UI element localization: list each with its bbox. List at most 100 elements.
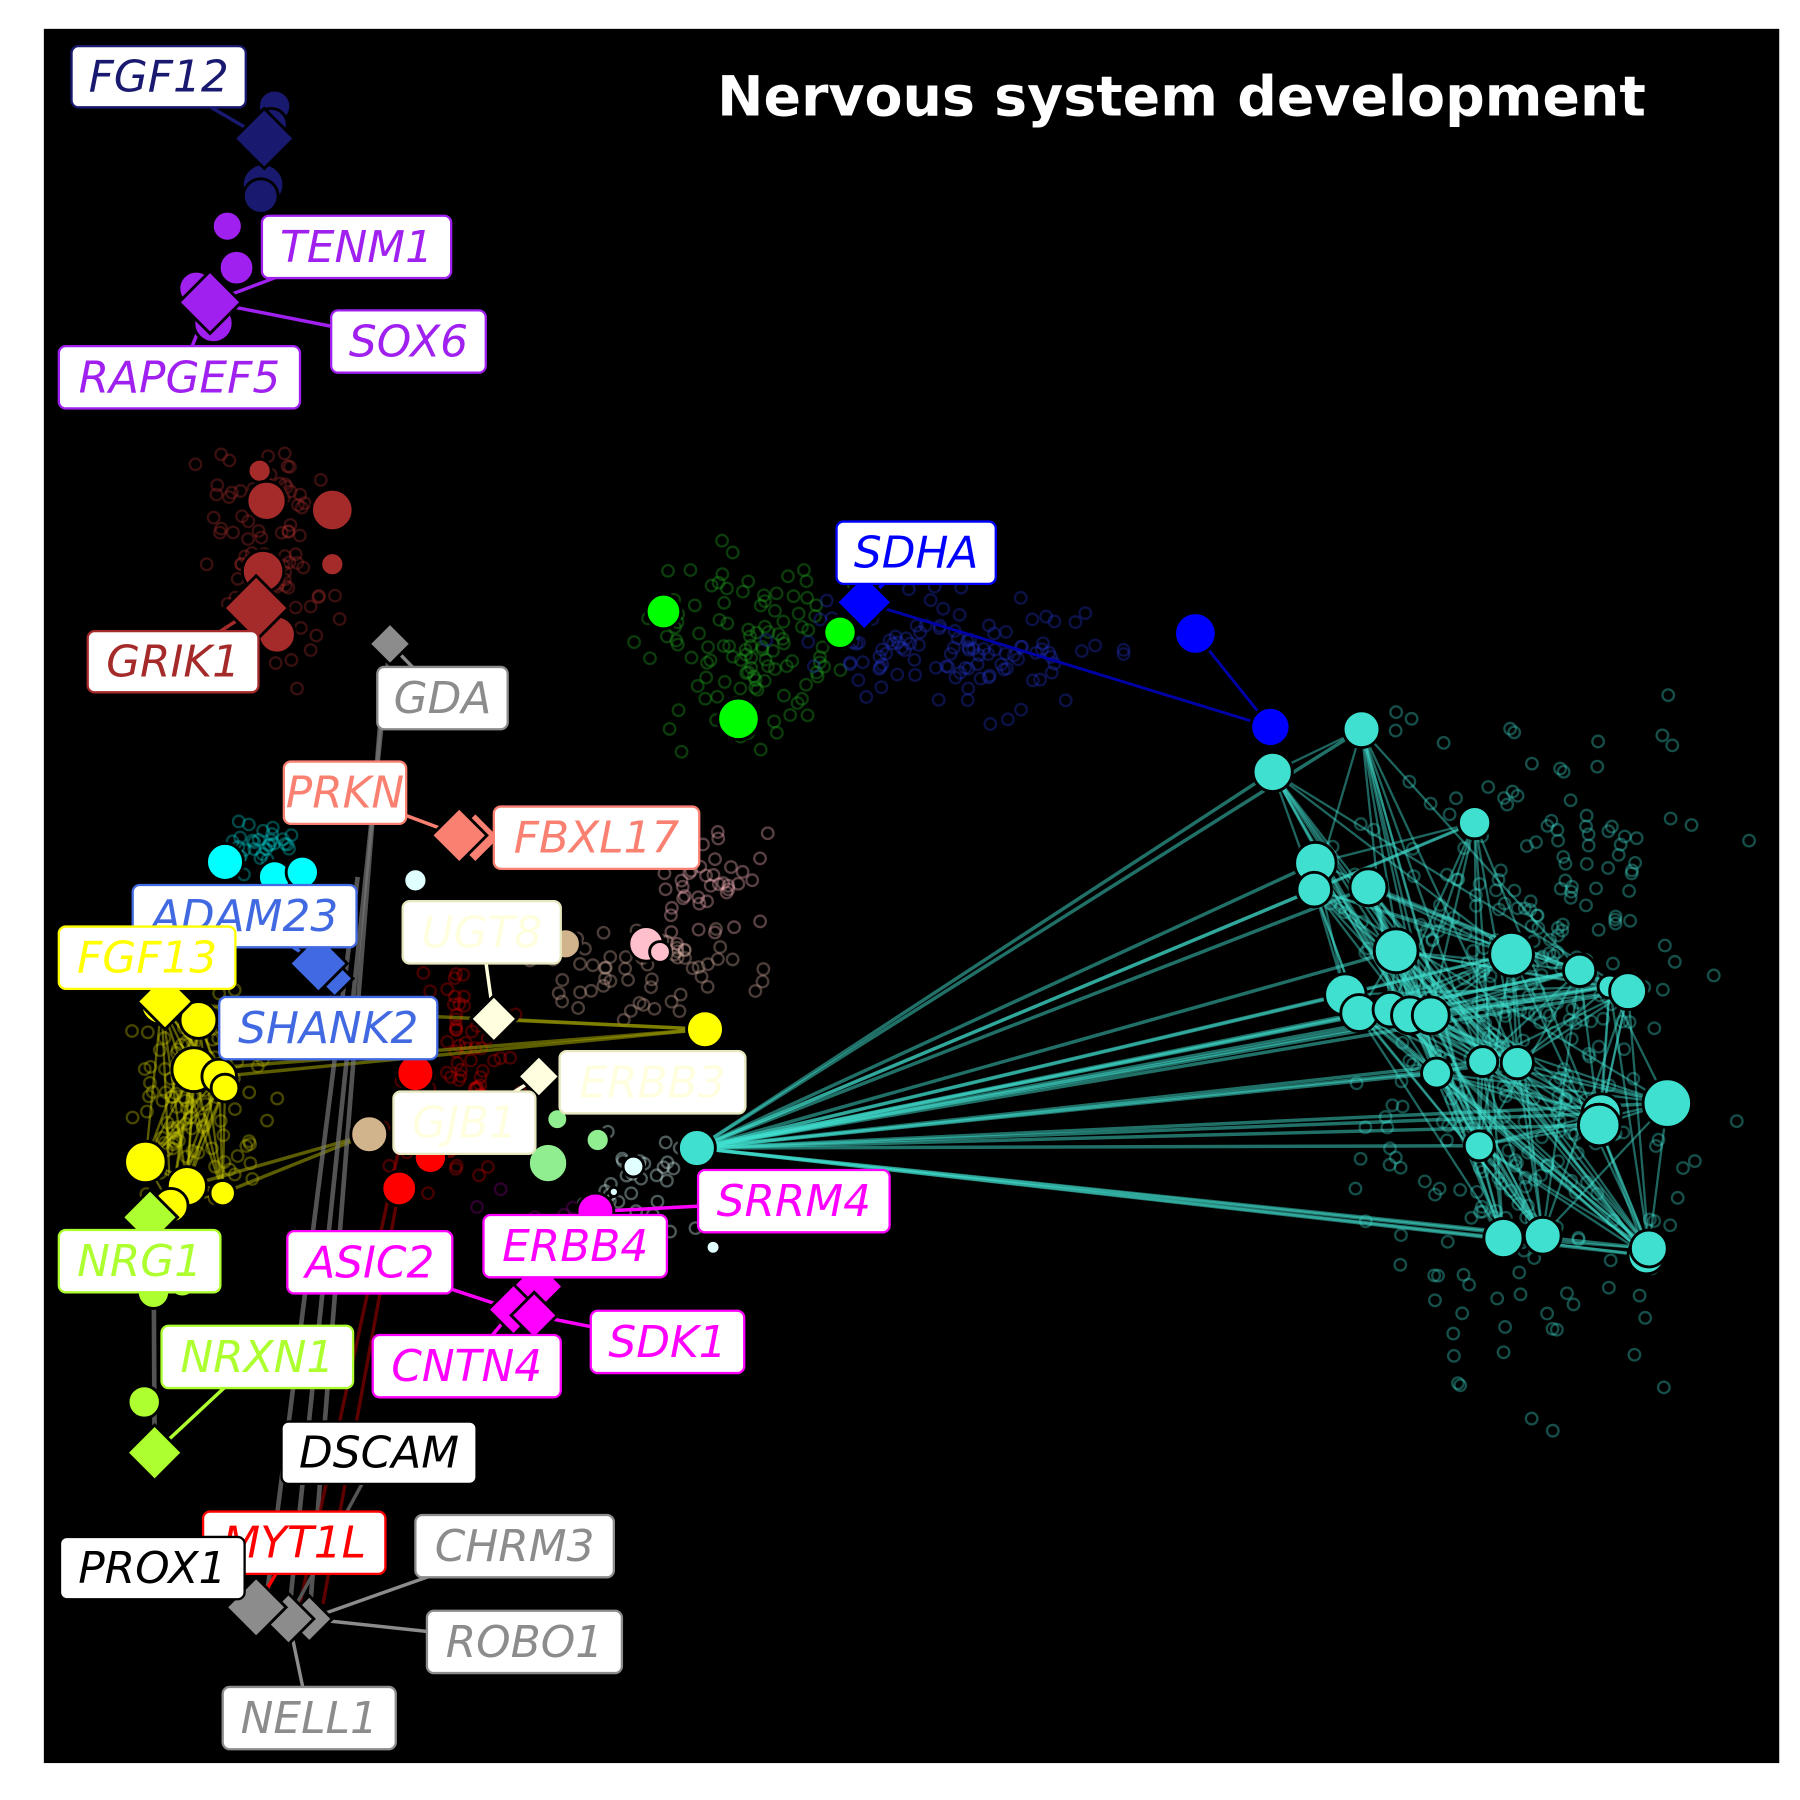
background-point <box>1000 712 1015 727</box>
background-point <box>783 708 798 722</box>
background-point <box>1487 1027 1502 1042</box>
background-point <box>800 590 815 605</box>
background-point <box>674 744 689 759</box>
gene-node <box>704 1238 722 1256</box>
gene-label-text: FGF13 <box>77 933 217 984</box>
background-point <box>1383 1141 1397 1156</box>
background-point <box>573 985 588 1000</box>
background-point <box>1602 1078 1617 1093</box>
background-point <box>179 1101 194 1115</box>
gene-label-text: RAPGEF5 <box>79 352 281 403</box>
edge <box>1541 970 1581 1236</box>
background-point <box>658 1135 673 1150</box>
background-point <box>1604 819 1619 834</box>
background-point <box>1590 1186 1605 1201</box>
background-point <box>950 631 965 646</box>
gene-node <box>402 867 429 894</box>
background-point <box>771 627 786 642</box>
background-point <box>241 817 256 832</box>
background-point <box>288 547 303 562</box>
background-point <box>242 1085 257 1100</box>
background-point <box>1564 1173 1579 1188</box>
edge <box>1408 1014 1505 1239</box>
gene-diamond-node <box>516 1053 562 1100</box>
background-point <box>1348 1181 1363 1196</box>
gene-node <box>1173 611 1218 656</box>
label-box <box>57 925 237 990</box>
background-point <box>1534 1168 1548 1183</box>
background-point <box>1337 905 1352 920</box>
background-point <box>1566 1297 1581 1312</box>
gene-label-prkn: PRKN <box>282 760 408 825</box>
background-point <box>711 831 726 846</box>
background-point <box>1406 869 1421 884</box>
background-point <box>799 677 814 692</box>
background-point <box>677 942 692 957</box>
background-point <box>855 655 870 670</box>
background-point <box>1518 1179 1533 1194</box>
background-point <box>1545 1423 1560 1438</box>
background-point <box>1651 1132 1666 1147</box>
gene-node <box>644 592 683 631</box>
background-point <box>155 1093 170 1108</box>
background-point <box>573 957 587 971</box>
background-point <box>1555 917 1570 932</box>
gene-node <box>584 1127 611 1153</box>
background-point <box>155 1130 169 1145</box>
edge <box>863 600 1271 729</box>
background-point <box>294 500 309 515</box>
edge <box>219 1027 706 1079</box>
background-point <box>1524 756 1539 771</box>
background-point <box>701 640 715 655</box>
background-point <box>1553 761 1568 776</box>
background-point <box>859 690 874 704</box>
background-point <box>1617 1042 1632 1057</box>
background-point <box>795 691 809 706</box>
background-point <box>907 652 922 667</box>
background-point <box>1530 908 1545 923</box>
background-point <box>757 594 772 609</box>
background-point <box>1513 1287 1528 1302</box>
background-point <box>449 1023 464 1038</box>
background-point <box>699 868 713 883</box>
background-point <box>627 635 641 649</box>
background-point <box>1484 1032 1499 1047</box>
background-point <box>1540 1306 1555 1321</box>
background-point <box>210 478 225 493</box>
background-point <box>851 673 866 688</box>
gene-label-text: SOX6 <box>349 317 468 368</box>
background-point <box>720 616 735 631</box>
background-point <box>1551 1154 1565 1169</box>
gene-label-text: SRRM4 <box>717 1176 871 1227</box>
background-point <box>278 836 293 851</box>
background-point <box>982 668 997 683</box>
gene-node <box>178 1000 219 1040</box>
gene-label-fgf13: FGF13 <box>57 925 237 990</box>
background-point <box>748 673 763 687</box>
edge <box>144 1019 200 1163</box>
edge <box>1473 822 1481 1146</box>
background-point <box>643 651 657 666</box>
background-point <box>309 628 324 643</box>
background-point <box>283 518 298 532</box>
background-point <box>678 951 692 965</box>
background-point <box>741 622 756 637</box>
background-point <box>470 1200 484 1214</box>
background-point <box>1684 818 1699 832</box>
gene-node <box>1577 1102 1622 1148</box>
background-point <box>290 556 305 570</box>
background-point <box>721 878 736 893</box>
background-point <box>1500 797 1515 812</box>
edge <box>1436 1071 1602 1115</box>
background-point <box>452 1073 466 1087</box>
background-point <box>290 681 304 696</box>
background-point <box>624 1186 639 1201</box>
label-box <box>482 1213 669 1279</box>
edge <box>1435 1072 1648 1257</box>
background-point <box>281 580 296 595</box>
background-point <box>791 606 806 621</box>
edge <box>1510 954 1544 1236</box>
gene-diamond-node <box>834 572 894 633</box>
background-point <box>976 641 991 656</box>
background-point <box>1428 1187 1442 1202</box>
